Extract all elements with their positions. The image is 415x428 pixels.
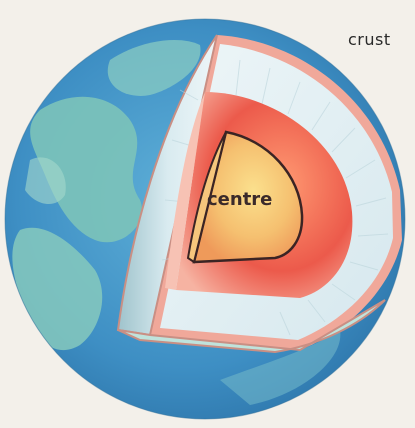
crust-label: crust — [348, 30, 391, 49]
centre-label: centre — [207, 189, 272, 210]
